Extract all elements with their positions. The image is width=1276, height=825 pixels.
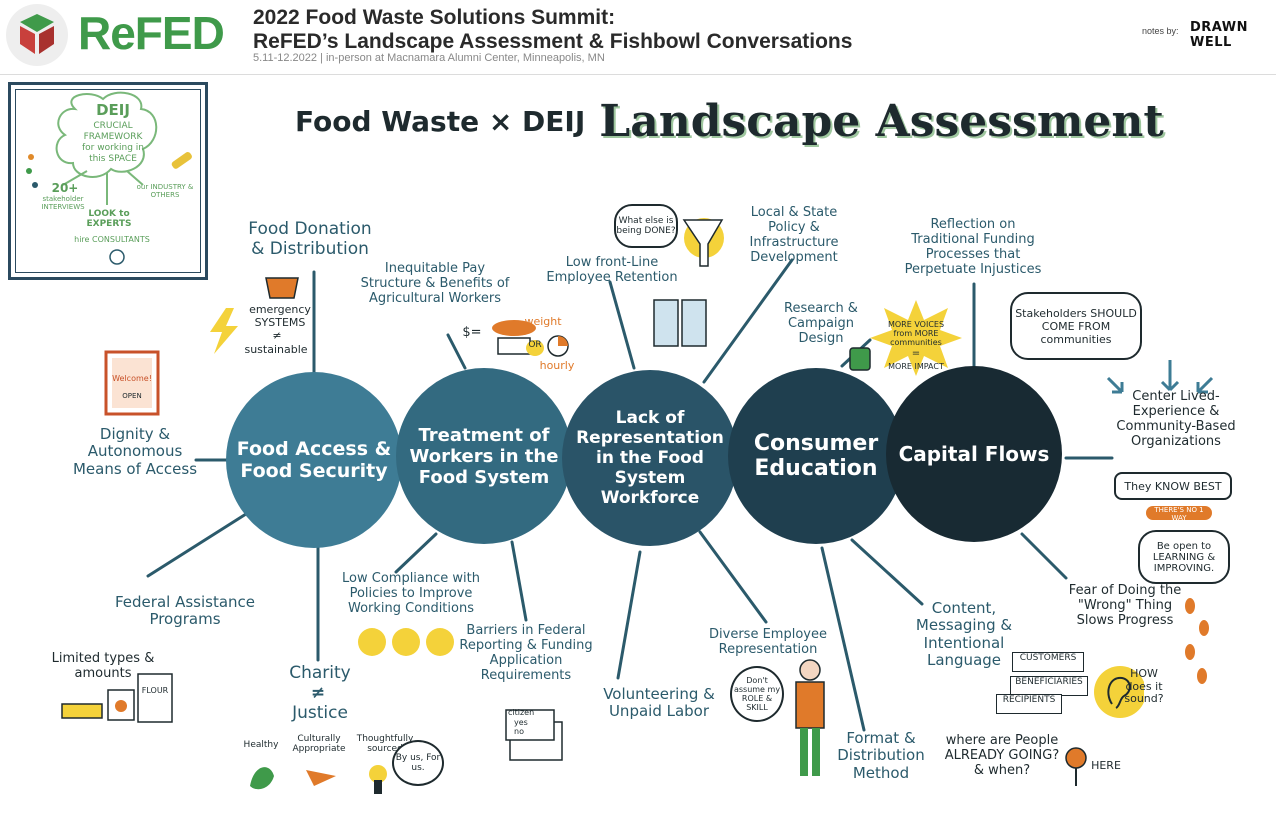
label-diverse: Diverse Employee Representation	[709, 627, 827, 657]
label-how-sound: HOW does it sound?	[1124, 667, 1164, 706]
inset-drawing	[26, 91, 192, 265]
label-emergency: emergency SYSTEMS	[249, 303, 311, 329]
jar-icon	[849, 347, 871, 371]
label-recipients: RECIPIENTS	[996, 694, 1062, 714]
footprints-icon	[1185, 598, 1209, 684]
lightning-icon	[210, 308, 238, 354]
label-thoughtfully: Thoughtfully sourced	[356, 734, 414, 755]
label-low-compliance: Low Compliance with Policies to Improve …	[342, 571, 480, 616]
pantry-items-icon	[61, 673, 173, 723]
label-culturally: Culturally Appropriate	[292, 734, 346, 755]
inset-industry: our INDUSTRY & OTHERS	[136, 183, 194, 199]
label-format: Format & Distribution Method	[837, 729, 925, 782]
inset-look-to-experts: LOOK to EXPERTS	[86, 209, 132, 229]
label-content: Content, Messaging & Intentional Languag…	[915, 599, 1013, 669]
label-beneficiaries: BENEFICIARIES	[1010, 676, 1088, 696]
label-welcome: Welcome!	[112, 374, 152, 383]
inset-hire-consultants: hire CONSULTANTS	[74, 235, 150, 244]
header-title-line2: ReFED’s Landscape Assessment & Fishbowl …	[253, 30, 853, 53]
label-here: HERE	[1091, 759, 1121, 772]
what-else-bubble: What else is being DONE?	[614, 204, 678, 248]
header-title: 2022 Food Waste Solutions Summit: ReFED’…	[253, 6, 852, 54]
refed-logo-badge	[6, 4, 68, 66]
clock-icon	[547, 335, 569, 357]
notes-by-label: notes by:	[1142, 26, 1179, 36]
label-dollar: $=	[462, 325, 482, 340]
worker-figure-icon	[795, 659, 825, 776]
label-local-state: Local & State Policy & Infrastructure De…	[749, 205, 839, 265]
ear-icon	[1094, 666, 1144, 718]
faces-icon	[358, 628, 454, 656]
circle-food-access: Food Access & Food Security	[226, 372, 402, 548]
refed-logo-icon	[20, 14, 54, 54]
label-justice: Justice	[292, 703, 348, 723]
artist-name: DRAWN WELL	[1190, 20, 1248, 50]
inset-deij: DEIJ	[96, 101, 130, 119]
arrows-icon	[1106, 360, 1214, 394]
diagram-title: Food Waste × DEIJ Landscape Assessment	[295, 96, 1164, 147]
label-food-donation: Food Donation & Distribution	[248, 219, 372, 259]
label-research: Research & Campaign Design	[784, 301, 858, 346]
label-inequitable: Inequitable Pay Structure & Benefits of …	[360, 261, 510, 306]
label-more-voices: MORE VOICES from MORE communities	[887, 320, 945, 348]
label-where-people: where are People ALREADY GOING? & when?	[944, 733, 1060, 778]
starburst-icon	[870, 300, 962, 376]
circle-treatment-of-workers: Treatment of Workers in the Food System	[396, 368, 572, 544]
label-customers: CUSTOMERS	[1012, 652, 1084, 672]
label-volunteering: Volunteering & Unpaid Labor	[603, 685, 715, 721]
label-yes: yes	[514, 718, 528, 727]
food-icons	[250, 765, 387, 794]
label-theres-no: THERE'S NO 1 WAY	[1146, 506, 1212, 522]
inset-interview-label: stakeholder INTERVIEWS	[41, 195, 85, 211]
label-charity: Charity	[289, 663, 351, 683]
title-right: Landscape Assessment	[599, 96, 1164, 147]
be-open-bubble: Be open to LEARNING & IMPROVING.	[1138, 530, 1230, 584]
refed-logo-text: ReFED	[78, 7, 225, 59]
inset-cloud-text: CRUCIAL FRAMEWORK for working in this SP…	[82, 121, 144, 164]
label-neq: ≠	[272, 329, 282, 342]
circle-capital-flows: Capital Flows	[886, 366, 1062, 542]
label-weight: weight	[524, 315, 562, 328]
label-limited-types: Limited types & amounts	[51, 651, 155, 681]
label-low-frontline: Low front-Line Employee Retention	[546, 255, 678, 285]
label-not-equal: ≠	[310, 683, 326, 703]
label-open: OPEN	[122, 392, 142, 400]
label-center: Center Lived-Experience & Community-Base…	[1116, 389, 1236, 449]
welcome-sign-icon	[104, 350, 160, 416]
bowl-icon	[265, 277, 299, 299]
label-sustainable: sustainable	[244, 343, 308, 356]
inset-interview-count: 20+	[51, 181, 79, 195]
label-equals: =	[911, 348, 921, 359]
header-title-line1: 2022 Food Waste Solutions Summit:	[253, 6, 616, 29]
header: ReFED 2022 Food Waste Solutions Summit: …	[0, 0, 1276, 75]
title-left: Food Waste × DEIJ	[295, 105, 586, 138]
door-icon	[653, 299, 707, 347]
label-fear: Fear of Doing the "Wrong" Thing Slows Pr…	[1068, 583, 1182, 628]
header-subtitle: 5.11-12.2022 | in-person at Macnamara Al…	[253, 52, 605, 64]
label-no: no	[514, 727, 524, 736]
label-flour: FLOUR	[141, 686, 169, 695]
label-citizen: citizen	[508, 708, 535, 717]
label-reflection: Reflection on Traditional Funding Proces…	[904, 217, 1042, 277]
label-more-impact: MORE IMPACT	[888, 362, 944, 371]
deij-framework-inset: DEIJ CRUCIAL FRAMEWORK for working in th…	[8, 82, 208, 280]
dont-assume-bubble: Don't assume my ROLE & SKILL	[730, 666, 784, 722]
label-federal-assistance: Federal Assistance Programs	[114, 593, 255, 629]
they-know-bubble: They KNOW BEST	[1114, 472, 1232, 500]
label-healthy: Healthy	[243, 740, 279, 750]
forms-icon	[505, 709, 563, 761]
label-barriers: Barriers in Federal Reporting & Funding …	[459, 623, 593, 683]
label-or: OR	[526, 340, 544, 356]
label-hourly: hourly	[539, 359, 575, 372]
stakeholders-bubble: Stakeholders SHOULD COME FROM communitie…	[1010, 292, 1142, 360]
by-us-bubble: By us, For us.	[392, 740, 444, 786]
funnel-icon	[682, 218, 724, 267]
circle-lack-of-representation: Lack of Representation in the Food Syste…	[562, 370, 738, 546]
label-dignity: Dignity & Autonomous Means of Access	[72, 425, 198, 478]
map-pin-icon	[1065, 747, 1087, 786]
circle-consumer-education: Consumer Education	[728, 368, 904, 544]
